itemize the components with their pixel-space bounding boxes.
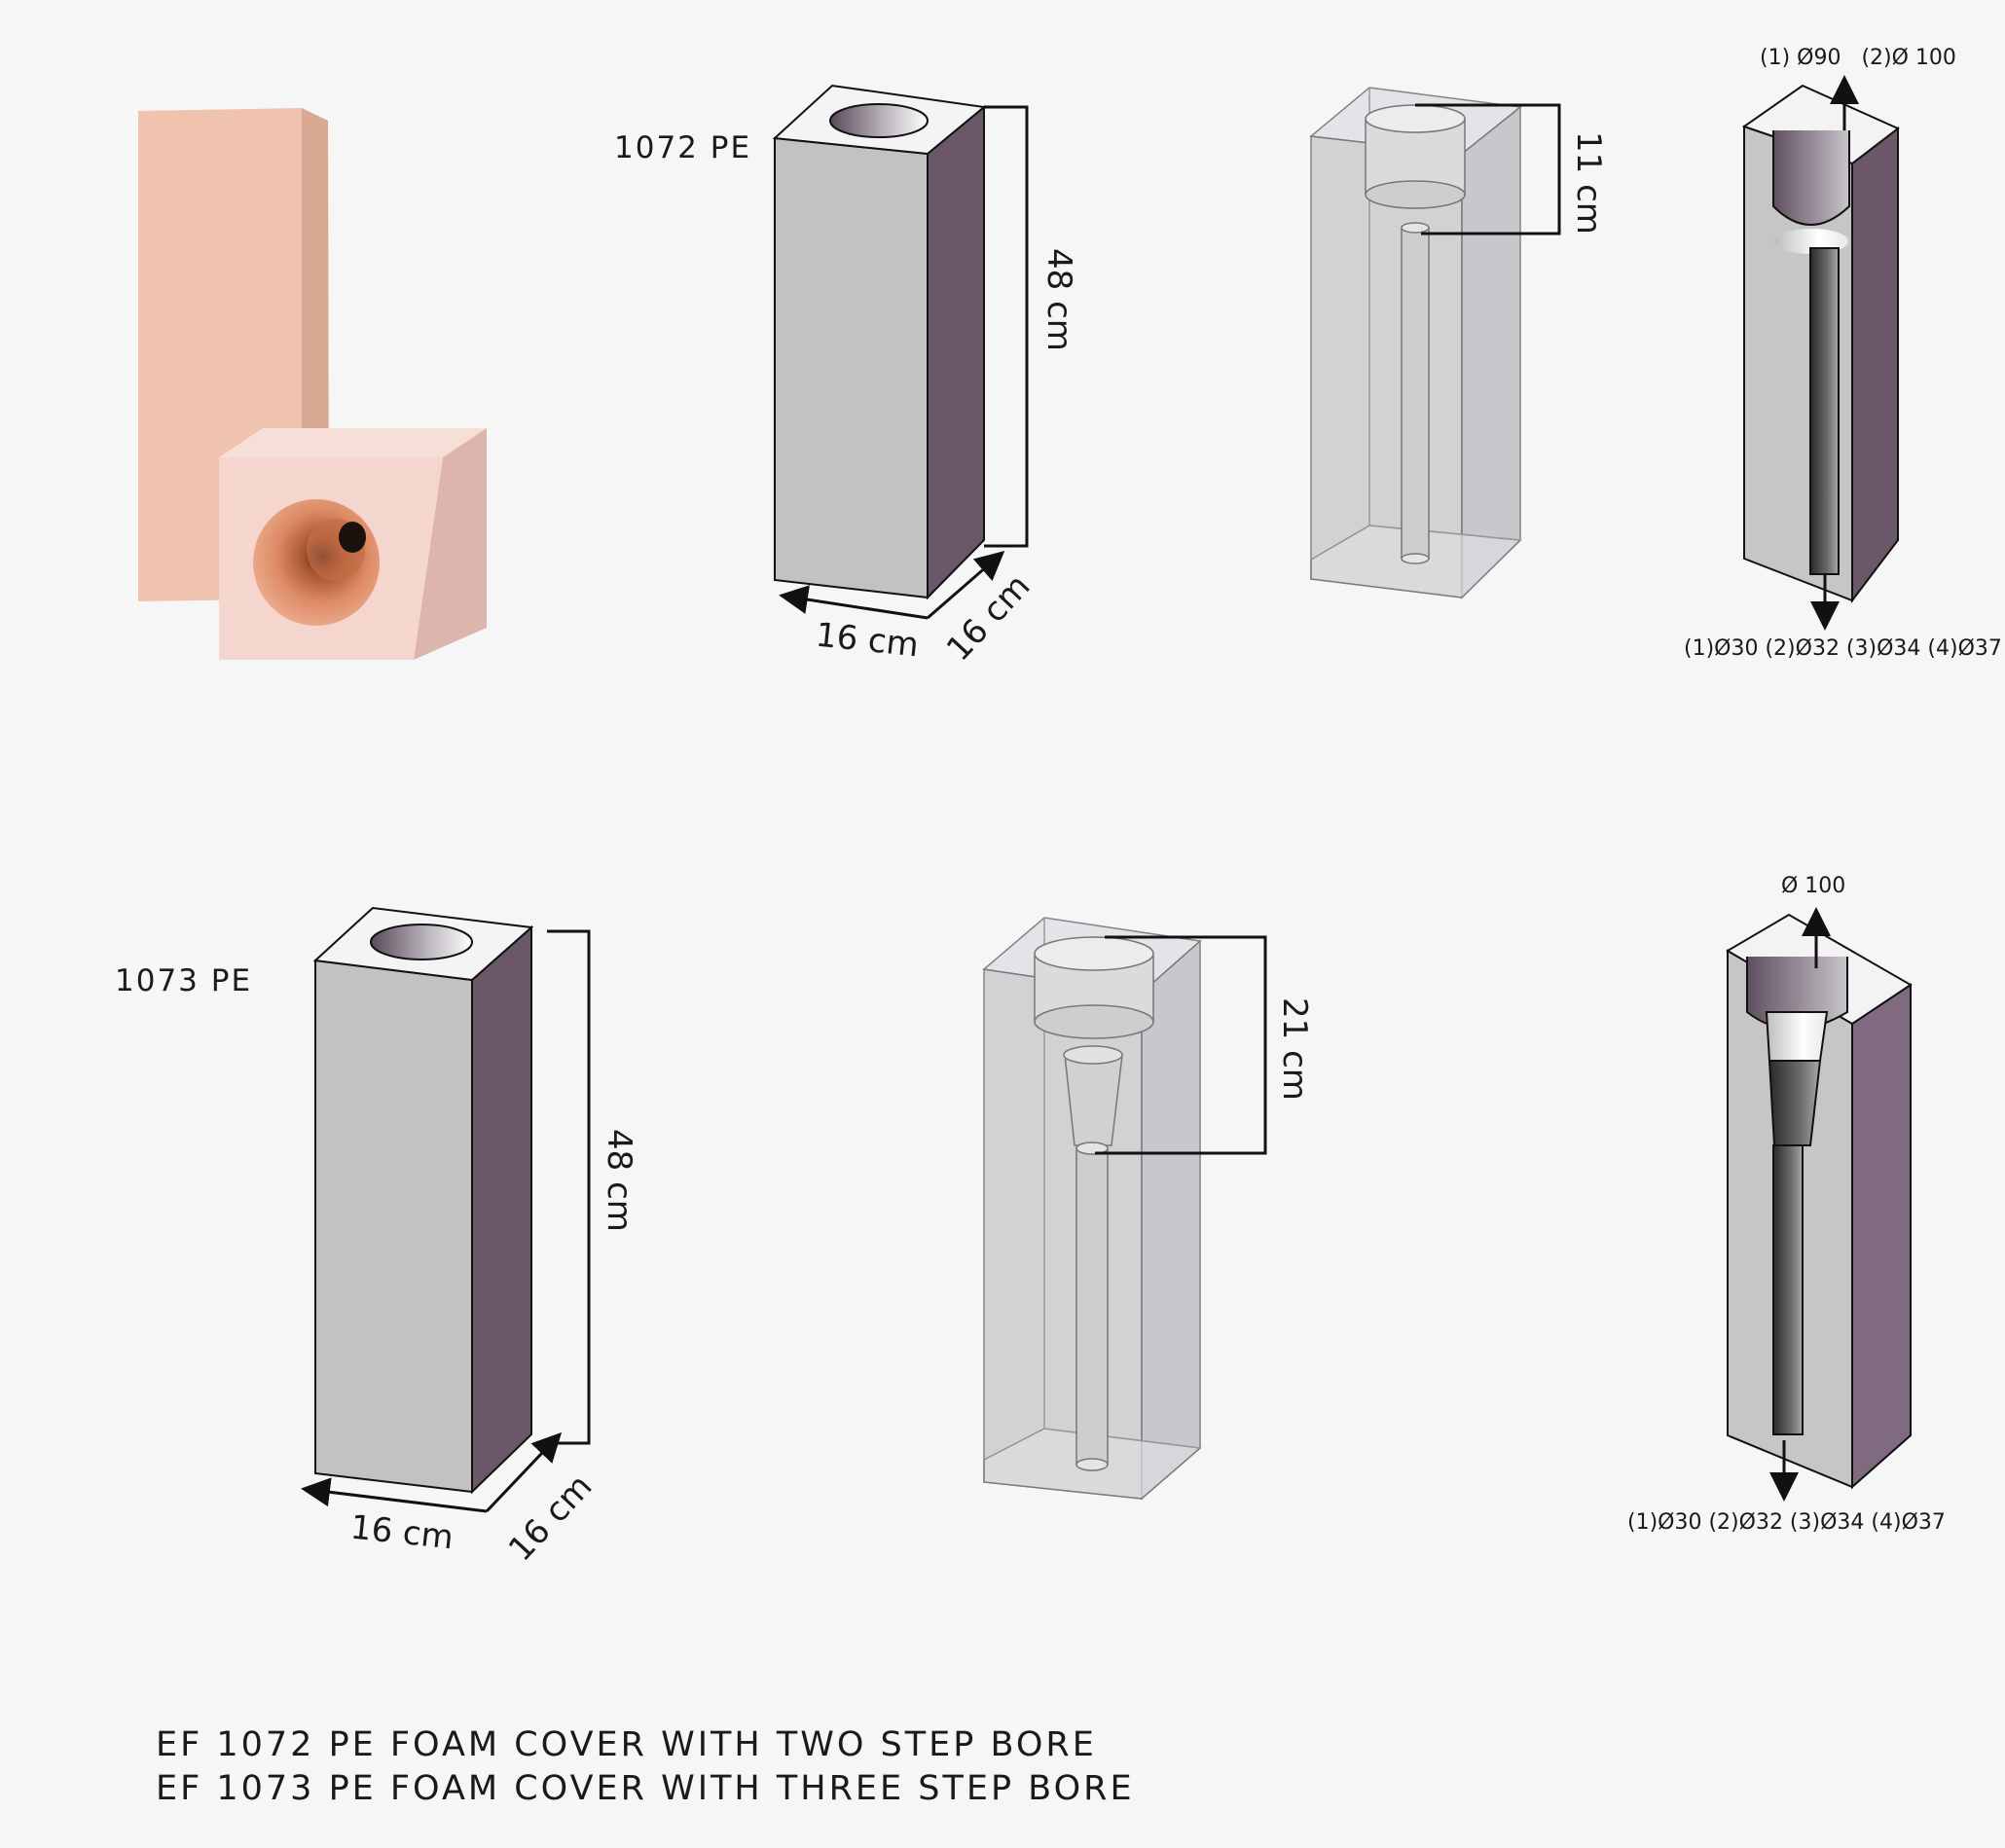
model-label-1072: 1072 PE <box>614 130 752 165</box>
block-1072-transparent <box>1309 87 1522 599</box>
diameter-label-1072-upper: (1) Ø90 (2)Ø 100 <box>1760 46 1956 70</box>
diameter-arrows-1073 <box>1769 907 1831 1502</box>
dim-1073-width-depth <box>301 1431 563 1513</box>
block-1073-solid <box>312 906 534 1495</box>
dim-1073-bore-depth <box>1095 935 1267 1155</box>
dim-label-1072-height: 48 cm <box>1039 248 1078 351</box>
dim-1072-width-depth <box>779 551 1005 620</box>
block-1073-transparent <box>982 917 1202 1501</box>
diameter-label-1072-lower: (1)Ø30 (2)Ø32 (3)Ø34 (4)Ø37 <box>1684 636 2002 661</box>
cutaway-1072 <box>1741 84 1900 603</box>
diameter-label-1073-lower: (1)Ø30 (2)Ø32 (3)Ø34 (4)Ø37 <box>1627 1510 1946 1535</box>
diameter-arrows-1072 <box>1810 75 1859 631</box>
dim-1073-height <box>547 929 591 1445</box>
footer-line-2: EF 1073 PE FOAM COVER WITH THREE STEP BO… <box>156 1769 1135 1808</box>
footer-line-1: EF 1072 PE FOAM COVER WITH TWO STEP BORE <box>156 1725 1097 1764</box>
dim-label-1072-bore-depth: 11 cm <box>1569 131 1608 235</box>
foam-product-photo <box>138 108 487 660</box>
dim-label-1073-height: 48 cm <box>600 1129 638 1232</box>
dim-1072-height <box>984 105 1029 548</box>
cutaway-1073 <box>1726 913 1913 1490</box>
dim-1072-bore-depth <box>1415 103 1561 236</box>
diameter-label-1073-upper: Ø 100 <box>1781 874 1846 898</box>
dim-label-1073-bore-depth: 21 cm <box>1275 997 1314 1101</box>
model-label-1073: 1073 PE <box>115 963 253 998</box>
block-1072-solid <box>772 84 987 600</box>
